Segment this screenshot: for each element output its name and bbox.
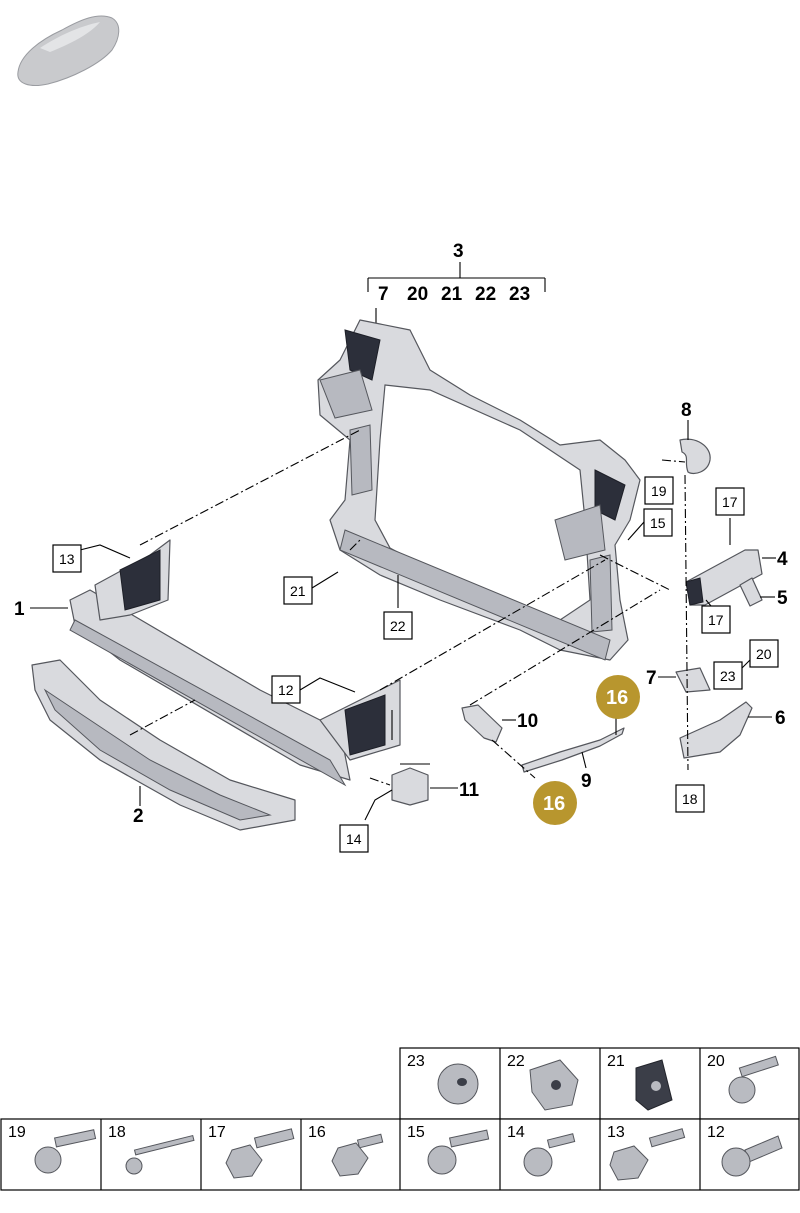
callout-9: 9 (581, 771, 592, 792)
svg-text:21: 21 (290, 583, 306, 599)
boxed-label-14: 14 (339, 824, 369, 853)
callout-10: 10 (517, 711, 538, 732)
svg-text:17: 17 (208, 1124, 226, 1141)
svg-text:23: 23 (407, 1053, 425, 1070)
fastener-cell-13[interactable]: 13 (607, 1124, 686, 1181)
svg-text:17: 17 (722, 494, 738, 510)
boxed-label-17-bottom: 17 (701, 605, 731, 634)
callout-4: 4 (777, 549, 788, 570)
fastener-cell-20[interactable]: 20 (707, 1053, 779, 1104)
fastener-cell-14[interactable]: 14 (507, 1124, 576, 1177)
boxed-label-15: 15 (643, 508, 673, 537)
svg-text:18: 18 (682, 791, 698, 807)
boxed-label-20: 20 (749, 639, 779, 668)
bumper-crossmember[interactable] (69, 539, 401, 787)
fastener-cell-23[interactable]: 23 (407, 1053, 479, 1105)
svg-text:20: 20 (707, 1053, 725, 1070)
callout-3-sub-20: 20 (407, 284, 428, 305)
assembly-guides (129, 429, 689, 786)
svg-text:12: 12 (278, 682, 294, 698)
callout-6: 6 (775, 708, 786, 729)
callout-3-sub-7: 7 (378, 284, 389, 305)
boxed-label-19: 19 (644, 476, 674, 505)
svg-text:18: 18 (108, 1124, 126, 1141)
svg-text:22: 22 (507, 1053, 525, 1070)
callout-3-sub-23: 23 (509, 284, 530, 305)
bracket-8[interactable] (679, 438, 711, 475)
svg-text:17: 17 (708, 612, 724, 628)
bracket-10[interactable] (461, 704, 503, 743)
svg-text:14: 14 (507, 1124, 525, 1141)
fastener-table (0, 1047, 800, 1191)
leader-lines (30, 420, 776, 821)
boxed-label-12: 12 (271, 675, 301, 704)
callout-2: 2 (133, 806, 144, 827)
svg-text:20: 20 (756, 646, 772, 662)
boxed-label-23: 23 (713, 661, 743, 690)
svg-text:19: 19 (8, 1124, 26, 1141)
callout-3: 3 (453, 241, 464, 262)
svg-text:16: 16 (308, 1124, 326, 1141)
callout-11: 11 (459, 780, 480, 801)
highlight-callout-16-upper[interactable]: 16 (596, 675, 640, 719)
group-bracket-3 (367, 262, 546, 292)
bracket-5[interactable] (739, 577, 763, 607)
callout-8: 8 (681, 400, 692, 421)
car-silhouette-icon[interactable] (17, 15, 120, 86)
callout-5: 5 (777, 588, 788, 609)
svg-text:15: 15 (407, 1124, 425, 1141)
svg-text:19: 19 (651, 483, 667, 499)
callout-3-sub-22: 22 (475, 284, 496, 305)
front-end-carrier-frame[interactable] (317, 319, 641, 661)
svg-text:13: 13 (59, 551, 75, 567)
boxed-label-18: 18 (675, 784, 705, 813)
callout-3-sub-21: 21 (441, 284, 463, 305)
svg-text:22: 22 (390, 618, 406, 634)
callout-1: 1 (14, 599, 25, 620)
svg-text:14: 14 (346, 831, 362, 847)
boxed-label-21: 21 (283, 576, 313, 605)
fastener-cell-21[interactable]: 21 (607, 1053, 673, 1111)
fastener-cell-17[interactable]: 17 (208, 1124, 295, 1179)
fastener-cell-12[interactable]: 12 (707, 1124, 783, 1177)
fastener-cell-16[interactable]: 16 (308, 1124, 384, 1177)
highlight-callout-16-lower[interactable]: 16 (533, 781, 577, 825)
svg-text:12: 12 (707, 1124, 725, 1141)
svg-text:21: 21 (607, 1053, 625, 1070)
impact-absorber[interactable] (31, 659, 296, 831)
svg-text:13: 13 (607, 1124, 625, 1141)
svg-text:15: 15 (650, 515, 666, 531)
boxed-label-17-top: 17 (715, 487, 745, 516)
fastener-cell-15[interactable]: 15 (407, 1124, 490, 1175)
fastener-cell-22[interactable]: 22 (507, 1053, 579, 1111)
boxed-label-22: 22 (383, 611, 413, 640)
crash-box-4[interactable] (685, 549, 763, 606)
fastener-cell-19[interactable]: 19 (8, 1124, 97, 1174)
support-strut-9[interactable] (521, 727, 625, 773)
fastener-cell-18[interactable]: 18 (108, 1124, 195, 1175)
svg-text:16: 16 (543, 793, 565, 815)
bracket-11[interactable] (391, 767, 429, 806)
bracket-7[interactable] (675, 667, 711, 693)
bracket-6[interactable] (679, 701, 753, 759)
callout-7-right: 7 (646, 668, 657, 689)
svg-text:23: 23 (720, 668, 736, 684)
svg-text:16: 16 (606, 687, 628, 709)
boxed-label-13: 13 (52, 544, 82, 573)
